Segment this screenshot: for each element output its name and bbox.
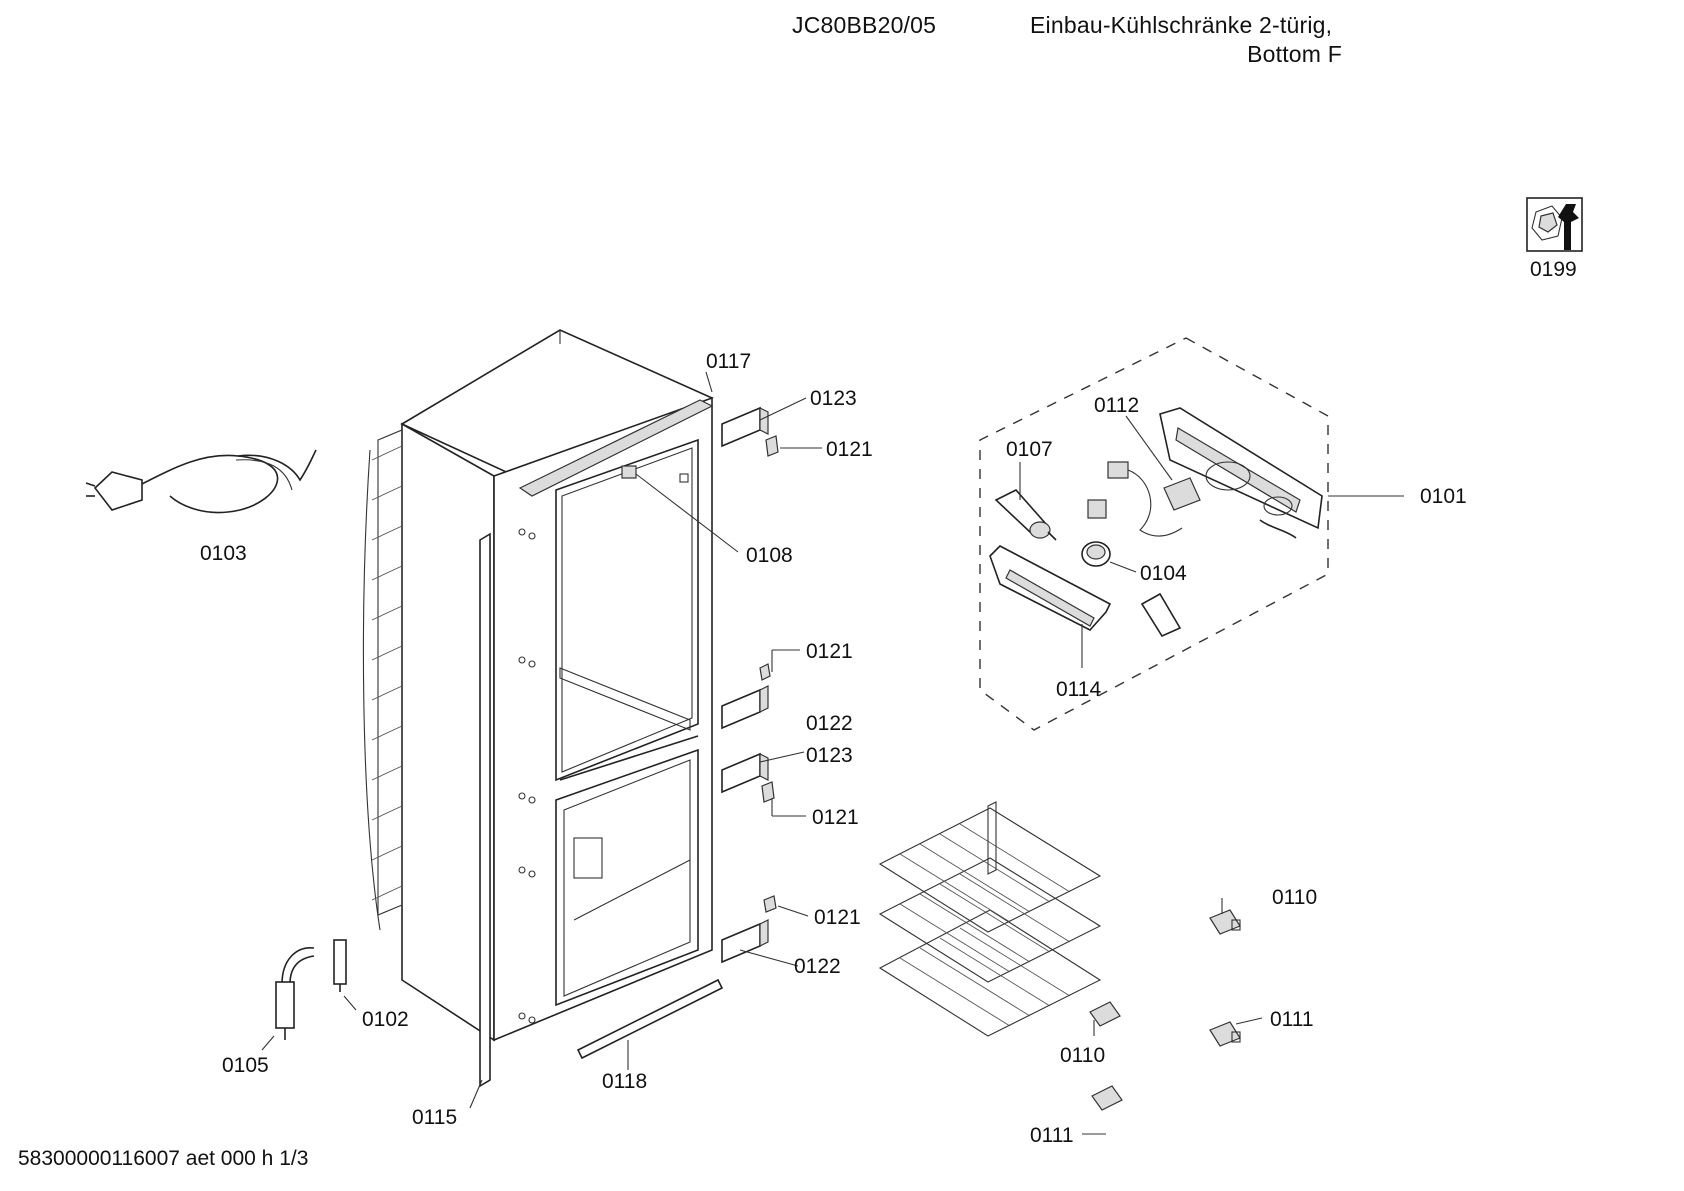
model-number: JC80BB20/05 — [792, 12, 937, 38]
temperature-sensor-0102[interactable] — [333, 939, 347, 992]
part-label-0111-b: 0111 — [1030, 1124, 1074, 1147]
hinge-bracket-middle[interactable] — [721, 663, 771, 730]
wire-shelves[interactable] — [878, 801, 1102, 1037]
condenser-coil[interactable] — [362, 429, 403, 931]
part-label-0117: 0117 — [706, 350, 751, 373]
thermostat-knob[interactable] — [1081, 541, 1111, 567]
part-label-0102: 0102 — [362, 1008, 409, 1031]
lamp-cover[interactable] — [989, 545, 1182, 638]
part-label-0112: 0112 — [1094, 394, 1139, 417]
appliance-description-line2: Bottom F — [1247, 41, 1342, 63]
part-label-0104: 0104 — [1140, 562, 1187, 585]
control-housing[interactable] — [1159, 407, 1323, 530]
part-label-0105: 0105 — [222, 1054, 269, 1077]
hinge-bracket-upper[interactable] — [721, 406, 779, 457]
part-label-0107: 0107 — [1006, 438, 1053, 461]
part-label-0121-b: 0121 — [806, 640, 853, 663]
shelf-clip-0111-right[interactable] — [1209, 1021, 1241, 1047]
part-label-0118: 0118 — [602, 1070, 647, 1093]
shelf-clip-0110-right[interactable] — [1209, 909, 1241, 935]
part-label-0110-a: 0110 — [1272, 886, 1317, 909]
control-module-group-outline — [979, 337, 1329, 731]
part-label-0199: 0199 — [1530, 258, 1577, 281]
wrench-nut-icon[interactable] — [1526, 197, 1583, 252]
part-label-0123-upper: 0123 — [810, 387, 857, 410]
shelf-clip-0110-left[interactable] — [1089, 1001, 1121, 1027]
part-label-0115: 0115 — [412, 1106, 457, 1129]
shelf-clip-0111-left[interactable] — [1091, 1085, 1123, 1111]
part-label-0114: 0114 — [1056, 678, 1101, 701]
part-label-0101: 0101 — [1420, 485, 1467, 508]
appliance-description: Einbau-Kühlschränke 2-türig, — [1030, 12, 1333, 38]
hinge-bracket-lower[interactable] — [721, 752, 775, 803]
power-cord[interactable] — [85, 449, 317, 514]
document-code: 58300000116007 aet 000 h 1/3 — [18, 1147, 309, 1170]
base-trim-strip[interactable] — [576, 978, 724, 1060]
part-label-0123-b: 0123 — [806, 744, 853, 767]
refrigerator-cabinet[interactable] — [400, 329, 714, 1042]
part-label-0103: 0103 — [200, 542, 247, 565]
part-label-0110-b: 0110 — [1060, 1044, 1105, 1067]
part-label-0108: 0108 — [746, 544, 793, 567]
door-switch[interactable] — [1087, 461, 1297, 539]
part-label-0122-b: 0122 — [794, 955, 841, 978]
part-label-0111-a: 0111 — [1270, 1008, 1314, 1031]
seal-strip[interactable] — [479, 532, 491, 1088]
part-label-0122-a: 0122 — [806, 712, 853, 735]
temperature-sensor-0105[interactable] — [275, 947, 315, 1040]
part-label-0121-c: 0121 — [812, 806, 859, 829]
part-label-0121-upper: 0121 — [826, 438, 873, 461]
part-label-0121-d: 0121 — [814, 906, 861, 929]
hinge-bracket-bottom[interactable] — [721, 895, 777, 964]
lamp-bulb[interactable] — [994, 489, 1057, 541]
